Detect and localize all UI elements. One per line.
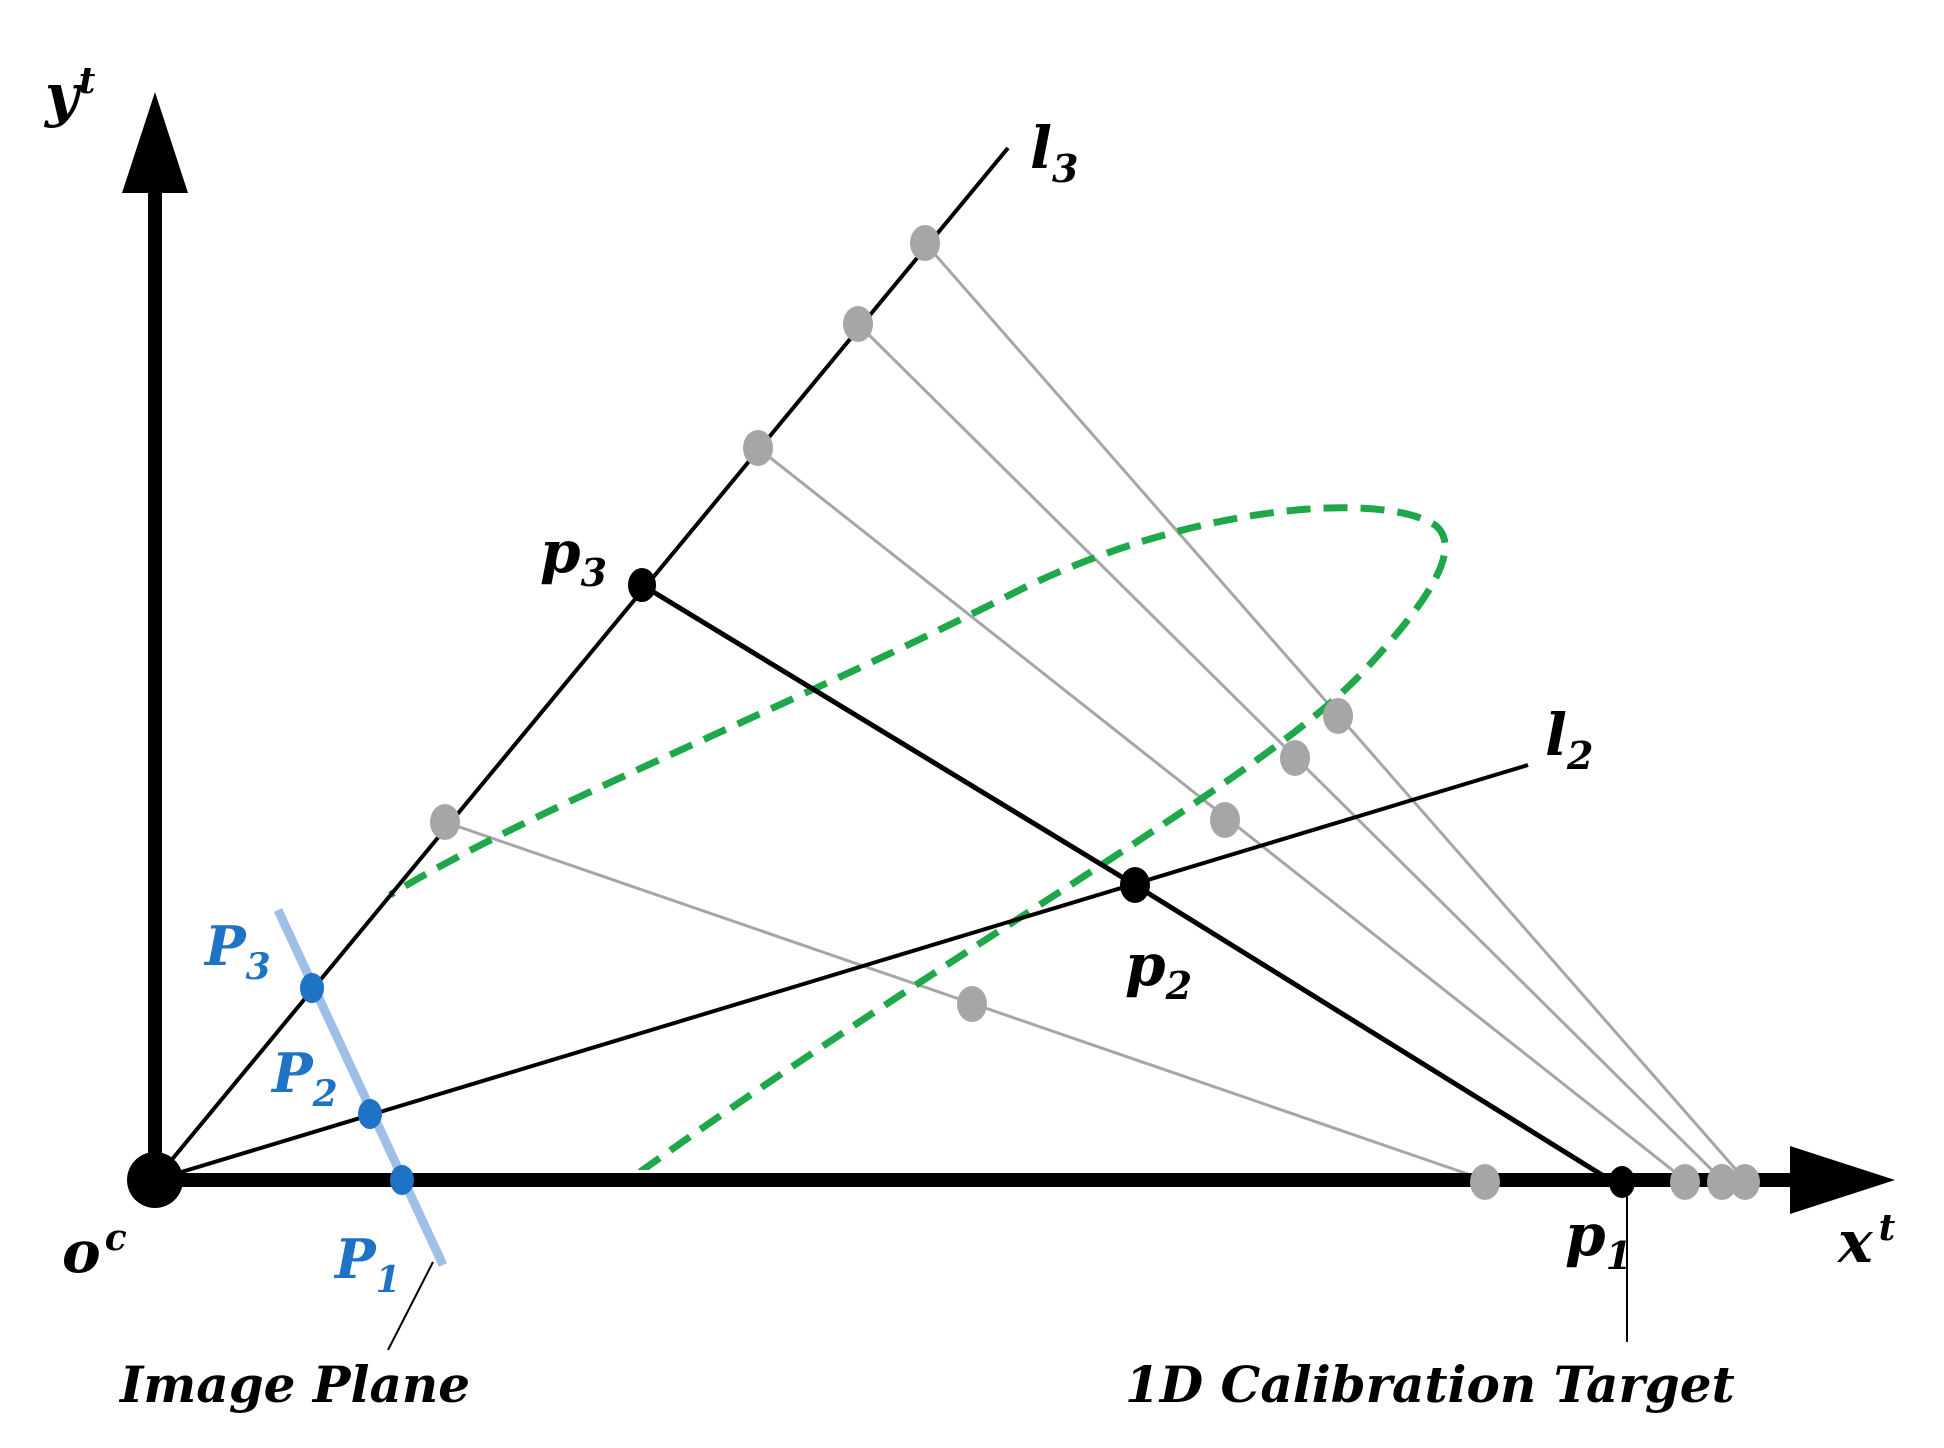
- y-axis-arrowhead: [122, 92, 188, 193]
- point-p2: [1120, 867, 1150, 903]
- alt-point: [1323, 698, 1353, 734]
- alt-point: [957, 986, 987, 1022]
- alt-point: [1670, 1164, 1700, 1200]
- image-point-P2-label: P2: [270, 1041, 338, 1115]
- point-p1-label: p1: [1565, 1201, 1632, 1278]
- p2-locus-ellipse: [388, 504, 1449, 1170]
- image-plane-leader: [387, 1261, 434, 1351]
- image-point-P3-label: P3: [203, 914, 271, 988]
- line-l3-label: l3: [1030, 114, 1079, 191]
- image-points: [300, 973, 414, 1195]
- image-plane: [273, 908, 448, 1267]
- alt-point: [843, 306, 873, 342]
- target-segment-p3-p2: [640, 582, 1137, 888]
- image-plane-caption: Image Plane: [118, 1355, 470, 1414]
- alt-point: [430, 804, 460, 840]
- alt-point: [1707, 1164, 1737, 1200]
- point-p3-label: p3: [540, 518, 607, 595]
- image-point-P1-label: P1: [333, 1227, 401, 1301]
- line-l2: [154, 763, 1529, 1182]
- image-point-P3: [300, 973, 324, 1003]
- alt-point: [1730, 1164, 1760, 1200]
- alt-point: [1470, 1164, 1500, 1200]
- y-axis-label: yt: [43, 60, 96, 129]
- alt-point: [743, 430, 773, 466]
- image-point-P1: [390, 1165, 414, 1195]
- origin-point: [127, 1152, 183, 1208]
- target-segment-p2-p1: [1133, 882, 1612, 1183]
- line-l3: [153, 146, 1010, 1182]
- alt-target-points: [430, 225, 1760, 1200]
- point-p1: [1609, 1166, 1635, 1198]
- alt-point: [910, 225, 940, 261]
- image-point-P2: [358, 1099, 382, 1129]
- x-axis-arrowhead: [1790, 1146, 1895, 1214]
- alt-point: [1280, 740, 1310, 776]
- calibration-target-caption: 1D Calibration Target: [1125, 1355, 1735, 1414]
- line-l2-label: l2: [1545, 701, 1594, 778]
- point-p3: [628, 568, 656, 602]
- alt-point: [1210, 802, 1240, 838]
- point-p2-label: p2: [1125, 931, 1192, 1008]
